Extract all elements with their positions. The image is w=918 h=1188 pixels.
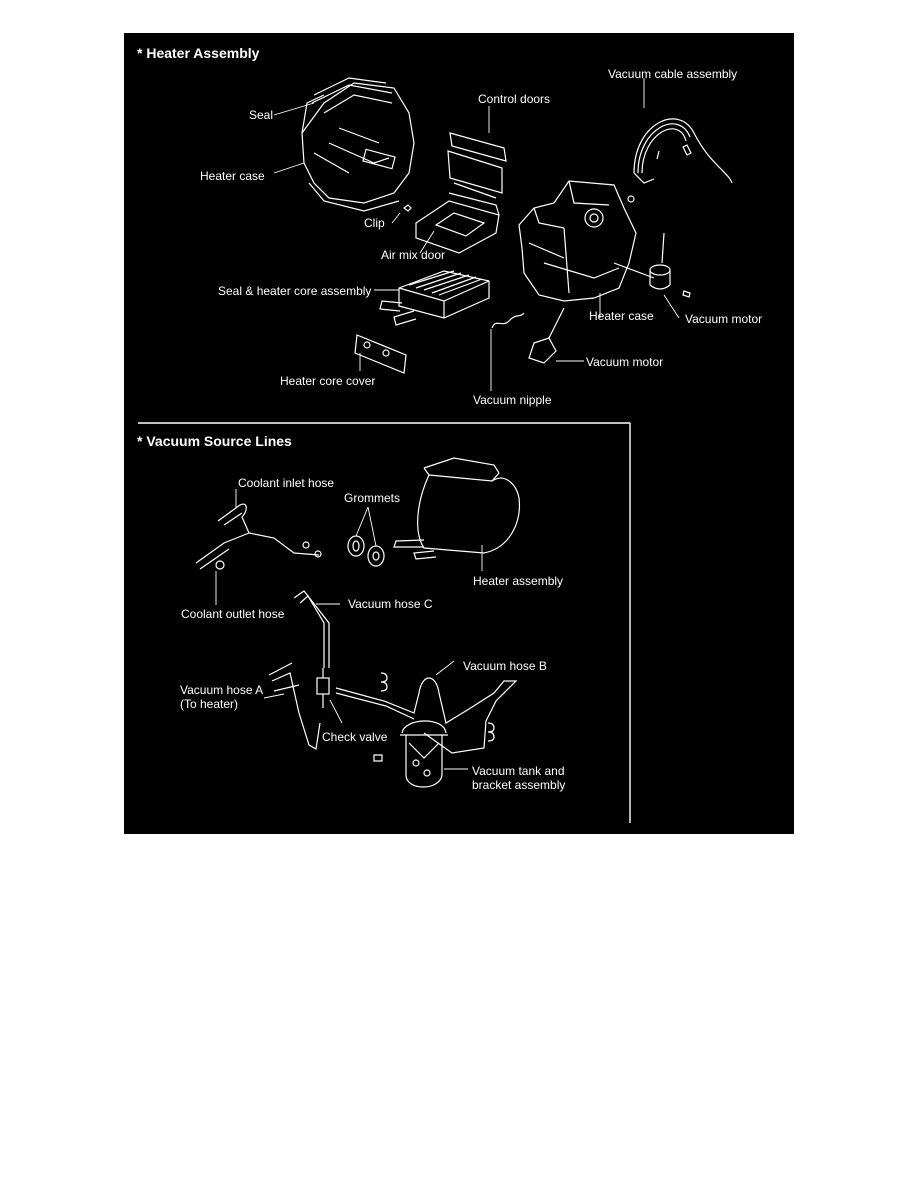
label-vacuum-tank: Vacuum tank and bracket assembly <box>472 764 566 792</box>
vacuum-cable-drawing <box>633 118 733 184</box>
heater-assembly-lower-drawing <box>393 457 521 560</box>
label-vacuum-hose-c: Vacuum hose C <box>348 597 433 611</box>
label-seal-heater-core-assembly: Seal & heater core assembly <box>218 284 372 298</box>
vacuum-hose-c-drawing <box>293 590 330 668</box>
label-air-mix-door: Air mix door <box>381 248 446 262</box>
diagram-panel: * Heater Assembly * Vacuum Source Lines … <box>124 33 794 834</box>
label-coolant-inlet-hose: Coolant inlet hose <box>238 476 335 490</box>
vacuum-hose-a-drawing <box>268 662 321 750</box>
control-doors-drawing <box>447 132 507 199</box>
air-mix-door-drawing <box>415 192 500 254</box>
label-heater-assembly: Heater assembly <box>473 574 564 588</box>
label-heater-case-left: Heater case <box>200 169 265 183</box>
label-clip: Clip <box>364 216 385 230</box>
label-grommets: Grommets <box>344 491 401 505</box>
check-valve-drawing <box>316 668 330 708</box>
label-vacuum-hose-a: Vacuum hose A (To heater) <box>180 683 264 711</box>
exploded-view-line-art <box>138 77 733 823</box>
vacuum-motor-lower-drawing <box>528 307 565 364</box>
label-coolant-outlet-hose: Coolant outlet hose <box>181 607 285 621</box>
section-divider <box>138 422 631 823</box>
heater-assembly-title: * Heater Assembly <box>137 45 260 61</box>
heater-core-cover-drawing <box>354 334 407 374</box>
label-heater-case-right: Heater case <box>589 309 654 323</box>
leader-lines-top <box>273 78 680 391</box>
label-control-doors: Control doors <box>478 92 551 106</box>
label-vacuum-nipple: Vacuum nipple <box>473 393 552 407</box>
clip-drawing <box>403 204 412 212</box>
heater-core-drawing <box>379 270 490 326</box>
heater-case-left-drawing <box>301 77 415 212</box>
heater-case-right-drawing <box>518 180 655 302</box>
hose-clips-drawing <box>373 672 495 762</box>
label-vacuum-motor-right: Vacuum motor <box>685 312 763 326</box>
label-check-valve: Check valve <box>322 730 388 744</box>
label-heater-core-cover: Heater core cover <box>280 374 376 388</box>
vacuum-tank-drawing <box>400 720 448 788</box>
grommets-drawing <box>347 535 385 567</box>
vacuum-motor-right-drawing <box>649 232 691 298</box>
grommet-small-drawing <box>627 195 635 203</box>
vacuum-hose-b-drawing <box>335 677 518 754</box>
vacuum-nipple-drawing <box>491 312 525 329</box>
label-vacuum-cable-assembly: Vacuum cable assembly <box>608 67 738 81</box>
label-vacuum-hose-b: Vacuum hose B <box>463 659 547 673</box>
label-seal: Seal <box>249 108 274 122</box>
coolant-hoses-drawing <box>195 503 322 570</box>
leader-lines-bottom <box>215 489 483 770</box>
vacuum-source-lines-title: * Vacuum Source Lines <box>137 433 292 449</box>
label-vacuum-motor-lower: Vacuum motor <box>586 355 664 369</box>
